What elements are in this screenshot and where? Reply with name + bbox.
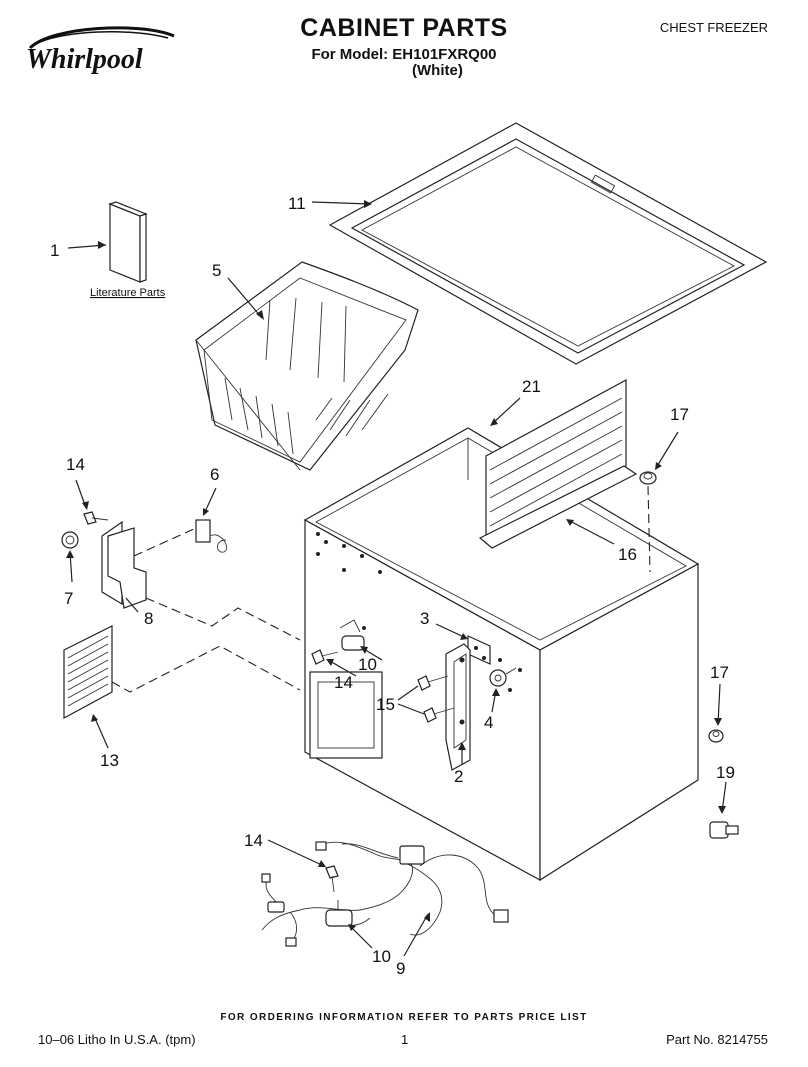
screw-top-left <box>83 511 109 525</box>
callout-6: 6 <box>210 465 219 484</box>
leader-line <box>349 925 373 949</box>
callout-15: 15 <box>376 695 395 714</box>
wiring-harness <box>261 841 509 947</box>
leader-line <box>125 597 139 613</box>
callout-1: 1 <box>50 241 59 260</box>
callout-8: 8 <box>144 609 153 628</box>
callout-2: 2 <box>454 767 463 786</box>
callout-7: 7 <box>64 589 73 608</box>
leader-line <box>403 913 429 957</box>
callout-14-left: 14 <box>66 455 85 474</box>
hinge-assembly <box>445 635 491 771</box>
callout-17-lower: 17 <box>710 663 729 682</box>
brand-name: Whirlpool <box>26 44 143 75</box>
storage-basket <box>195 261 419 471</box>
page-title: CABINET PARTS <box>300 14 508 42</box>
knob-part-7 <box>61 531 79 549</box>
literature-parts-label: Literature Parts <box>90 287 166 299</box>
leader-line <box>491 397 521 425</box>
literature-booklet-icon <box>108 201 148 283</box>
leader-line <box>655 431 679 469</box>
callout-9: 9 <box>396 959 405 978</box>
color-line: (White) <box>412 62 463 79</box>
appliance-category: CHEST FREEZER <box>659 20 768 35</box>
screw-middle <box>311 649 339 665</box>
wire-clip-upper <box>339 619 366 651</box>
wire-clip-lower <box>325 900 353 927</box>
leader-line <box>435 623 467 639</box>
callout-3: 3 <box>420 609 429 628</box>
page-number: 1 <box>401 1032 409 1047</box>
bushing-part-4 <box>489 667 517 687</box>
callout-10-upper: 10 <box>358 655 377 674</box>
divider-panel <box>478 378 638 549</box>
litho-line: 10–06 Litho In U.S.A. (tpm) <box>38 1032 196 1047</box>
part-number: Part No. 8214755 <box>666 1032 768 1047</box>
callout-14-middle: 14 <box>334 673 353 692</box>
callout-4: 4 <box>484 713 493 732</box>
plug-button-upper <box>639 471 657 485</box>
leader-line <box>267 839 325 867</box>
drain-plug <box>709 821 739 839</box>
callout-13: 13 <box>100 751 119 770</box>
screw-bottom <box>325 865 339 893</box>
leader-line <box>311 201 371 205</box>
callout-17-upper: 17 <box>670 405 689 424</box>
leader-line <box>717 683 721 725</box>
leader-line <box>397 703 425 715</box>
plug-button-lower <box>708 729 724 743</box>
leader-line <box>567 519 615 545</box>
leader-line <box>227 277 263 319</box>
callout-16: 16 <box>618 545 637 564</box>
model-line: For Model: EH101FXRQ00 <box>311 46 497 63</box>
vent-grille <box>63 625 113 720</box>
whirlpool-logo: Whirlpool <box>26 26 175 75</box>
callout-21: 21 <box>522 377 541 396</box>
leader-line <box>327 659 357 677</box>
sensor-part-6 <box>195 519 228 553</box>
callout-14-bottom: 14 <box>244 831 263 850</box>
leader-line <box>397 685 419 701</box>
callout-5: 5 <box>212 261 221 280</box>
lid-gasket-frame <box>328 122 768 365</box>
leader-line <box>93 715 109 749</box>
hinge-screws <box>417 675 455 723</box>
callout-10-lower: 10 <box>372 947 391 966</box>
ordering-info: FOR ORDERING INFORMATION REFER TO PARTS … <box>220 1012 588 1023</box>
thermostat-housing <box>101 520 147 609</box>
callout-19: 19 <box>716 763 735 782</box>
callout-11: 11 <box>288 194 306 213</box>
